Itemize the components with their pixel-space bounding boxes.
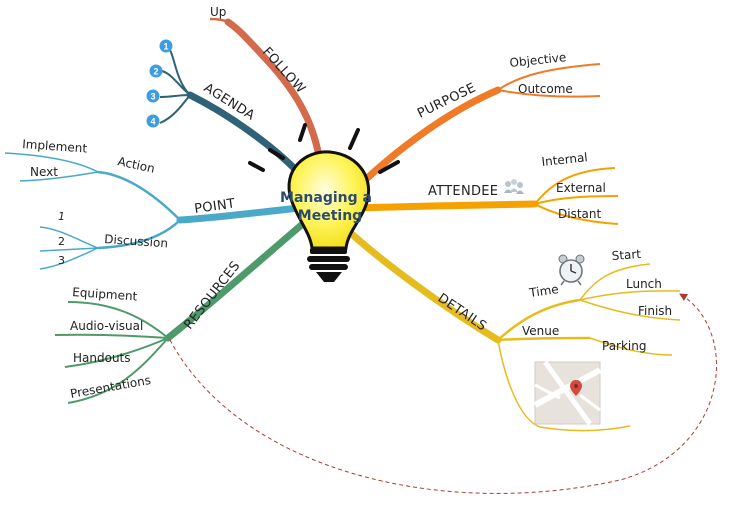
discussion-child-2: 2 [58,235,65,248]
branch-label-point: POINT [193,196,236,217]
resources-child-audio-visual: Audio-visual [70,319,143,333]
discussion-child-3: 3 [58,254,65,267]
numbered-circle-icon [149,64,163,78]
resources-child-presentations: Presentations [69,373,152,401]
numbered-circle-icon [159,39,173,53]
svg-text:1: 1 [163,42,168,52]
branch-purpose[interactable]: PURPOSE Objective Outcome [351,50,601,194]
relationship-connector[interactable] [169,293,717,494]
svg-text:3: 3 [150,92,155,102]
agenda-item-4[interactable]: 4 [146,114,160,128]
branch-details[interactable]: DETAILS Time Start Lunch Finish Venue Pa… [341,224,681,432]
agenda-item-2[interactable]: 2 [149,64,163,78]
alarm-clock-icon [558,254,585,286]
attendee-child-distant: Distant [558,207,601,221]
map-thumbnail-icon[interactable] [533,360,602,426]
attendee-child-internal: Internal [541,150,588,169]
resources-child-handouts: Handouts [73,351,131,365]
purpose-child-outcome: Outcome [518,82,573,96]
agenda-item-3[interactable]: 3 [146,89,160,103]
purpose-child-objective: Objective [509,50,567,70]
time-child-start: Start [611,247,642,263]
details-venue-label: Venue [522,324,559,338]
agenda-item-1[interactable]: 1 [159,39,173,53]
point-action-label: Action [116,154,156,176]
details-time-label: Time [527,282,559,300]
point-discussion-label: Discussion [104,232,169,250]
branch-label-resources: RESOURCES [181,259,243,333]
time-child-finish: Finish [638,304,672,318]
light-bulb-icon[interactable] [248,123,400,282]
central-topic-line1: Managing a [280,190,372,206]
branch-label-attendee: ATTENDEE [428,184,498,199]
branch-label-details: DETAILS [435,291,489,334]
svg-text:2: 2 [153,67,158,77]
action-child-next: Next [30,165,58,179]
branch-resources[interactable]: RESOURCES Equipment Audio-visual Handout… [54,218,309,404]
branch-attendee[interactable]: ATTENDEE Internal External Distant [354,150,619,225]
time-child-lunch: Lunch [626,277,662,291]
numbered-circle-icon [146,89,160,103]
resources-child-equipment: Equipment [72,285,138,304]
follow-child-up: Up [210,5,226,19]
action-child-implement: Implement [22,137,88,156]
venue-child-parking: Parking [602,339,647,353]
people-group-icon [504,179,524,194]
branch-point[interactable]: POINT Action Implement Next Discussion 1… [4,137,304,270]
attendee-child-external: External [556,181,606,195]
branch-label-follow: FOLLOW [259,45,308,97]
central-topic-line2: Meeting [298,208,362,224]
discussion-child-1: 1 [58,210,65,223]
numbered-circle-icon [146,114,160,128]
svg-text:4: 4 [150,117,155,127]
